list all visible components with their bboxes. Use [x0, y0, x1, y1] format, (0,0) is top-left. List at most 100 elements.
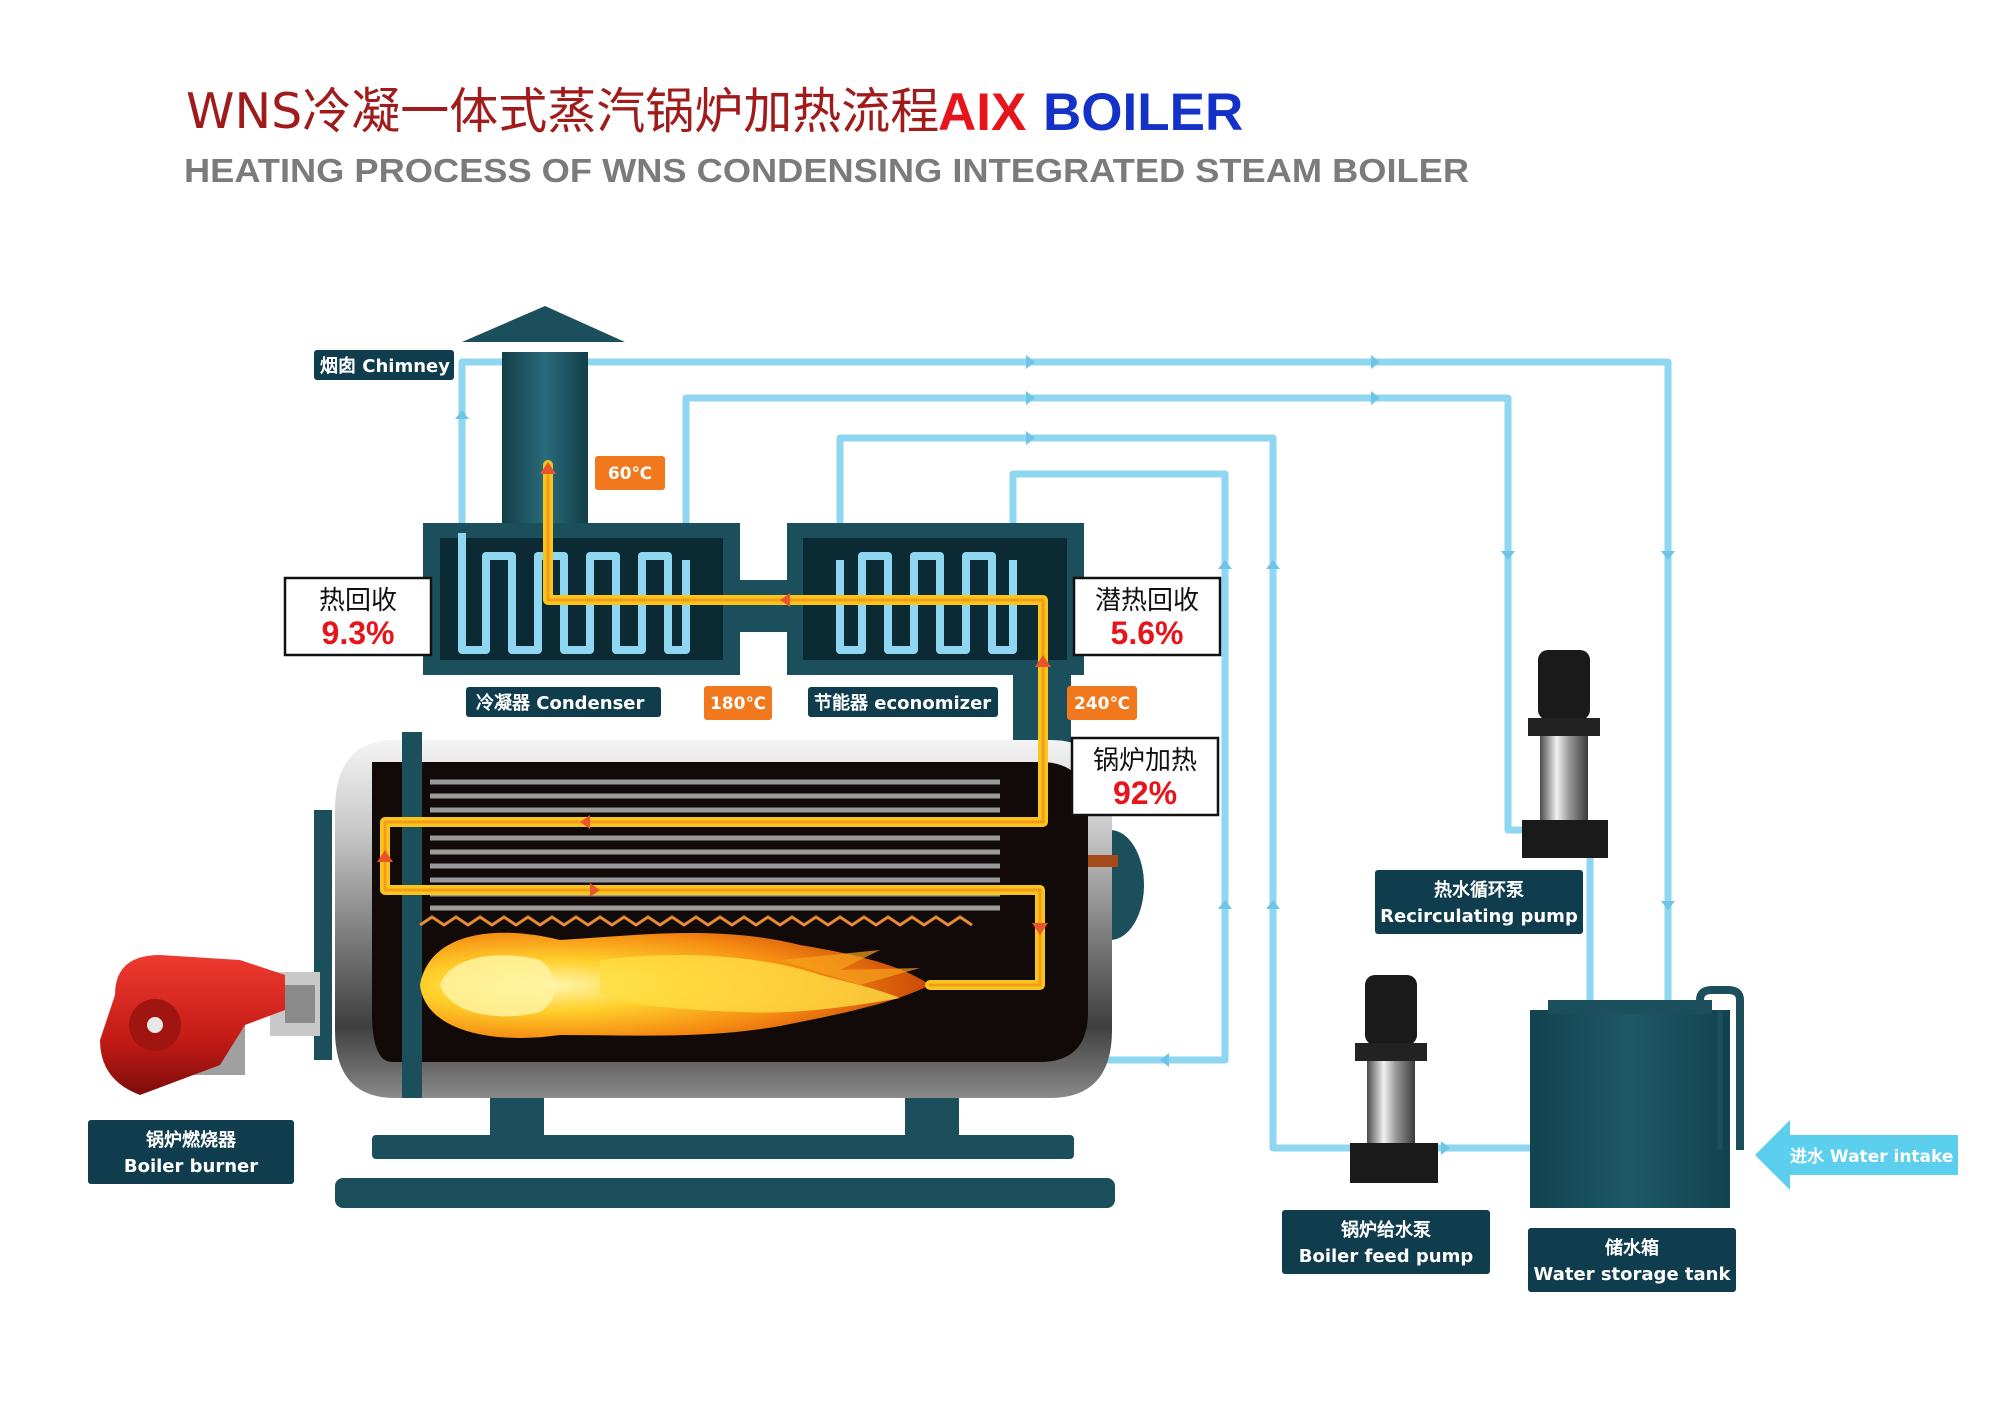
water-pipes [458, 358, 1672, 1152]
pipe-loop-2 [682, 394, 1594, 1000]
title-boiler: BOILER [1043, 83, 1243, 142]
economizer-label: 节能器 economizer [814, 692, 991, 714]
heat-recovery-box [283, 576, 433, 657]
boiler-heating-box [1070, 736, 1220, 817]
tank-tag [1528, 1228, 1736, 1292]
arrow-marker [540, 462, 556, 474]
pipe-loop-4 [1009, 470, 1229, 1064]
title-cn: WNS冷凝一体式蒸汽锅炉加热流程 [186, 83, 939, 140]
feed-pump-base [1350, 1143, 1438, 1183]
tank-ladder-rail [1696, 986, 1744, 1150]
boiler-body [314, 732, 1144, 1208]
tank-label-cn: 储水箱 [1604, 1237, 1659, 1259]
flame [420, 932, 930, 1038]
recirc-pump-collar [1528, 718, 1600, 736]
latent-recovery-box [1072, 576, 1222, 657]
arrow-marker [1032, 923, 1048, 935]
arrow-marker [1266, 560, 1280, 569]
gas-path-core [383, 463, 1045, 987]
arrow-marker [1026, 355, 1035, 369]
heat-recovery-pct: 9.3% [322, 615, 395, 651]
water-storage-tank [1530, 986, 1744, 1208]
label-tags: 烟囱 Chimney 冷凝器 Condenser 节能器 economizer … [88, 350, 1736, 1292]
recirc-pump-motor [1538, 650, 1590, 720]
boiler-base-bottom [335, 1178, 1115, 1208]
arrow-marker [580, 815, 590, 829]
boiler-leg [905, 1098, 959, 1156]
recirculating-pump [1522, 650, 1608, 858]
boiler-side-flange [1088, 855, 1118, 867]
arrow-marker [1371, 355, 1380, 369]
chimney-cap [462, 306, 625, 342]
arrow-marker [1218, 560, 1232, 569]
arrow-marker [1266, 900, 1280, 909]
temp-tag-240 [1067, 686, 1137, 720]
boiler-shell-band [402, 732, 422, 1098]
temp-tag-60 [595, 456, 665, 490]
condenser-economizer-duct [740, 580, 787, 632]
arrow-marker [1441, 1141, 1450, 1155]
temp-tag-180 [704, 686, 772, 720]
arrow-marker [590, 883, 600, 897]
boiler-heating-pct: 92% [1113, 775, 1177, 811]
latent-recovery-pct: 5.6% [1111, 615, 1184, 651]
recovery-boxes: 热回收 9.3% 潜热回收 5.6% 锅炉加热 92% [283, 576, 1222, 817]
burner-flange [285, 985, 315, 1023]
gas-arrows [377, 462, 1051, 935]
arrow-marker [1026, 391, 1035, 405]
recirc-pump-body [1540, 736, 1588, 824]
intake-arrow-shape [1755, 1120, 1958, 1190]
subtitle: HEATING PROCESS OF WNS CONDENSING INTEGR… [184, 152, 1469, 189]
burner-label-en: Boiler burner [124, 1156, 258, 1177]
recirc-pump-label-en: Recirculating pump [1380, 906, 1578, 927]
boiler-heating-label: 锅炉加热 [1093, 746, 1197, 776]
arrow-marker [1661, 551, 1675, 560]
recirc-pump-tag [1375, 870, 1583, 934]
feed-pump-body [1367, 1061, 1415, 1147]
arrow-marker [780, 593, 790, 607]
tank-label-en: Water storage tank [1534, 1264, 1732, 1285]
condenser-tag [466, 687, 661, 717]
economizer-tag [808, 687, 998, 717]
feed-pump-motor [1365, 975, 1417, 1045]
pipe-arrows [455, 355, 1675, 1155]
arrow-marker [455, 410, 469, 419]
boiler-leg [490, 1098, 544, 1156]
recirc-pump-label-cn: 热水循环泵 [1434, 879, 1524, 901]
temperature-tags: 60℃ 180℃ 240℃ [595, 456, 1137, 720]
condenser-label: 冷凝器 Condenser [476, 692, 644, 714]
boiler-burner [100, 955, 320, 1095]
burner-housing [100, 955, 285, 1095]
boiler-feed-pump [1350, 975, 1438, 1183]
arrow-marker [1501, 551, 1515, 560]
arrow-marker [1218, 900, 1232, 909]
latent-recovery-label: 潜热回收 [1095, 586, 1199, 616]
feed-pump-collar [1355, 1043, 1427, 1061]
tank-lid [1548, 1000, 1712, 1014]
arrow-marker [1026, 431, 1035, 445]
feed-pump-tag [1282, 1210, 1490, 1274]
temp-60-label: 60℃ [608, 464, 652, 484]
arrow-marker [1035, 655, 1051, 667]
burner-label-cn: 锅炉燃烧器 [146, 1129, 237, 1151]
temp-240-label: 240℃ [1074, 694, 1130, 714]
title-aix: AIX [938, 83, 1026, 142]
arrow-marker [1371, 391, 1380, 405]
arrow-marker [1160, 1053, 1169, 1067]
feed-pump-label-en: Boiler feed pump [1299, 1246, 1474, 1267]
arrow-marker [377, 850, 393, 862]
feed-pump-label-cn: 锅炉给水泵 [1341, 1219, 1431, 1241]
tank-body [1530, 1010, 1730, 1208]
burner-fan-hub [147, 1017, 163, 1033]
water-line-wave [419, 915, 973, 927]
recirc-pump-base [1522, 820, 1608, 858]
temp-180-label: 180℃ [710, 694, 766, 714]
intake-label: 进水 Water intake [1790, 1146, 1953, 1167]
gas-flow [380, 460, 1048, 990]
chimney-tag [314, 350, 454, 380]
pipe-outer-loop [458, 358, 1672, 1000]
arrow-marker [1661, 901, 1675, 910]
boiler-base-top [372, 1135, 1074, 1159]
chimney-label: 烟囱 Chimney [320, 355, 450, 377]
